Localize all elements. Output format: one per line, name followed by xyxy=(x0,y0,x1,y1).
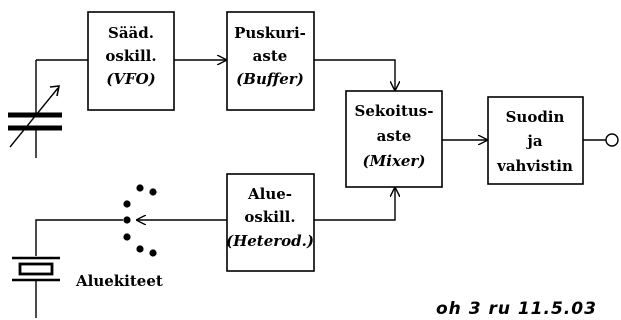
switch-to-crystal-wire xyxy=(35,219,123,256)
rotary-switch-icon xyxy=(123,184,157,257)
buffer-line-1: Puskuri- xyxy=(234,24,306,42)
mixer-line-3: (Mixer) xyxy=(363,152,426,170)
buffer-line-2: aste xyxy=(253,47,288,65)
heterodyne-to-mixer-arrow xyxy=(314,188,395,221)
filter-line-3: vahvistin xyxy=(496,157,573,175)
filter-block: Suodin ja vahvistin xyxy=(487,96,584,185)
vfo-line-2: oskill. xyxy=(105,47,156,65)
mixer-line-1: Sekoitus- xyxy=(355,102,434,120)
buffer-to-mixer-arrow xyxy=(314,59,395,90)
quartz-crystal-icon xyxy=(12,256,60,318)
mixer-block: Sekoitus- aste (Mixer) xyxy=(345,90,443,188)
heterodyne-line-2: oskill. xyxy=(244,208,295,226)
filter-line-1: Suodin xyxy=(506,108,565,126)
mixer-line-2: aste xyxy=(377,127,412,145)
output-terminal-icon xyxy=(583,133,619,147)
vfo-line-1: Sääd. xyxy=(108,24,154,42)
heterodyne-line-1: Alue- xyxy=(247,185,292,203)
heterodyne-block: Alue- oskill. (Heterod.) xyxy=(226,173,315,272)
crystals-label: Aluekiteet xyxy=(75,272,163,290)
buffer-line-3: (Buffer) xyxy=(236,70,304,88)
buffer-block: Puskuri- aste (Buffer) xyxy=(226,11,315,111)
vfo-line-3: (VFO) xyxy=(106,70,156,88)
filter-line-2: ja xyxy=(525,132,542,150)
handwritten-note: oh 3 ru 11.5.03 xyxy=(436,299,597,319)
vfo-block: Sääd. oskill. (VFO) xyxy=(87,11,175,111)
variable-capacitor-icon xyxy=(8,59,88,158)
heterodyne-line-3: (Heterod.) xyxy=(226,232,314,250)
